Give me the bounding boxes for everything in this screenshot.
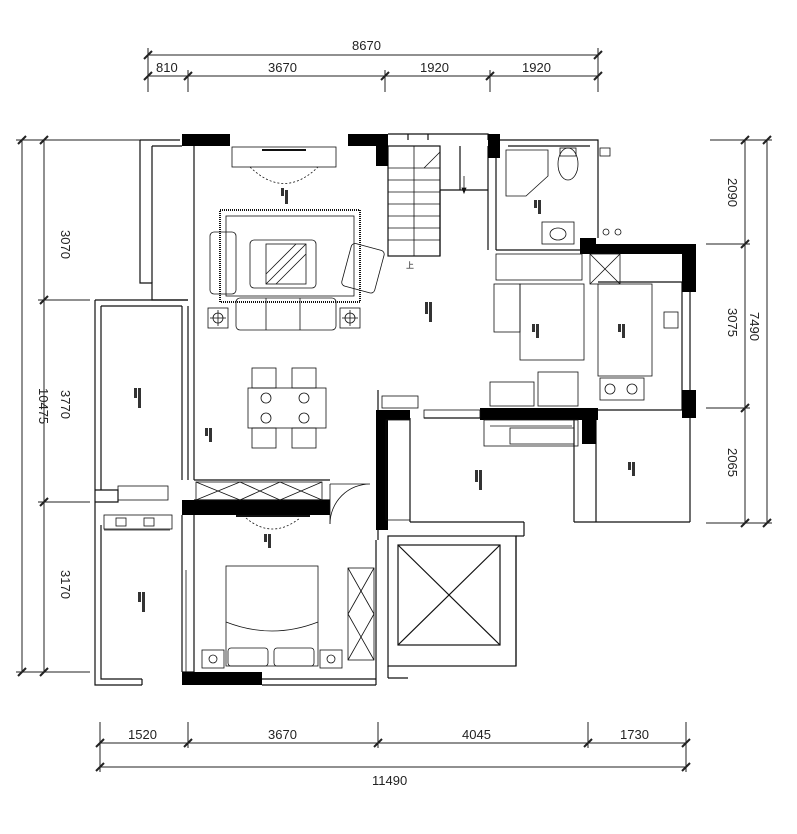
top-dim-4: 1920 xyxy=(522,60,551,75)
staircase xyxy=(388,146,441,256)
top-dimensions xyxy=(143,48,603,92)
right-total-dim: 7490 xyxy=(747,312,762,341)
doors xyxy=(329,409,481,525)
bottom-dim-3: 4045 xyxy=(462,727,491,742)
stair-arrow-icon xyxy=(461,176,467,195)
right-dim-2: 3075 xyxy=(725,308,740,337)
right-dimensions xyxy=(706,135,772,528)
left-total-dim: 10475 xyxy=(36,388,51,424)
left-dim-3: 3170 xyxy=(58,570,73,599)
walls-outline xyxy=(94,133,691,686)
top-dim-3: 1920 xyxy=(420,60,449,75)
bottom-dim-1: 1520 xyxy=(128,727,157,742)
stair-up-label: 上 xyxy=(406,261,414,270)
living-room-sofa xyxy=(209,209,385,331)
right-dim-3: 2065 xyxy=(725,448,740,477)
dining-table xyxy=(247,367,327,449)
right-dim-1: 2090 xyxy=(725,178,740,207)
left-dim-2: 3770 xyxy=(58,390,73,419)
left-dimensions xyxy=(16,135,140,677)
lamp-icon xyxy=(207,307,361,329)
walls-solid xyxy=(182,134,696,685)
bottom-dimensions xyxy=(95,722,691,772)
bed xyxy=(201,515,343,669)
left-dim-1: 3070 xyxy=(58,230,73,259)
kitchen xyxy=(489,253,679,407)
room-label-marks xyxy=(134,188,635,612)
tv-cabinet xyxy=(231,146,337,184)
top-total-dim: 8670 xyxy=(352,38,381,53)
cabinets xyxy=(103,395,579,661)
bottom-dim-2: 3670 xyxy=(268,727,297,742)
bathroom-fixtures xyxy=(505,147,622,245)
bottom-dim-4: 1730 xyxy=(620,727,649,742)
top-dim-1: 810 xyxy=(156,60,178,75)
bottom-total-dim: 11490 xyxy=(372,773,407,788)
balcony-fixtures xyxy=(104,517,187,672)
top-dim-2: 3670 xyxy=(268,60,297,75)
